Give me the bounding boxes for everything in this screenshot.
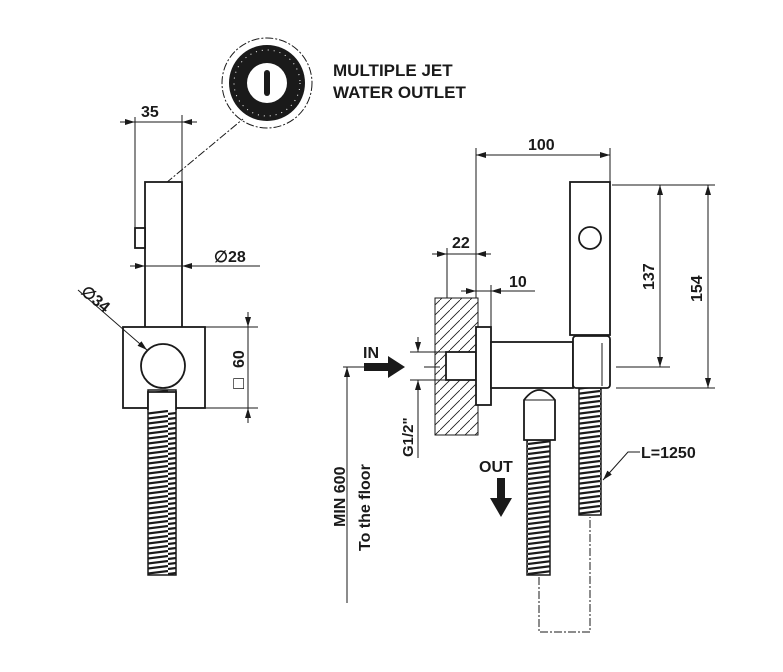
floor-note: To the floor bbox=[357, 464, 374, 551]
body-diameter-dim: ∅28 bbox=[214, 249, 246, 266]
plate-size-dim: 60 bbox=[231, 350, 248, 368]
depth-dim-100: 100 bbox=[528, 137, 555, 154]
thread-label: G1/2" bbox=[400, 417, 417, 457]
side-view bbox=[343, 148, 715, 633]
front-view bbox=[77, 115, 260, 576]
height-dim-154: 154 bbox=[689, 275, 706, 302]
callout-line2: WATER OUTLET bbox=[333, 83, 466, 102]
width-dim-35: 35 bbox=[141, 104, 159, 121]
hose-length-label: L=1250 bbox=[641, 445, 696, 462]
square-symbol: □ bbox=[228, 378, 248, 389]
min-height-label: MIN 600 bbox=[332, 466, 349, 527]
height-dim-137: 137 bbox=[641, 263, 658, 290]
jet-outlet-detail bbox=[165, 37, 313, 184]
outlet-label: OUT bbox=[479, 459, 513, 476]
flange-dim-10: 10 bbox=[509, 274, 527, 291]
inlet-label: IN bbox=[363, 345, 379, 362]
wall-dim-22: 22 bbox=[452, 235, 470, 252]
callout-line1: MULTIPLE JET bbox=[333, 61, 453, 80]
holder-diameter-dim: ∅34 bbox=[77, 283, 112, 316]
